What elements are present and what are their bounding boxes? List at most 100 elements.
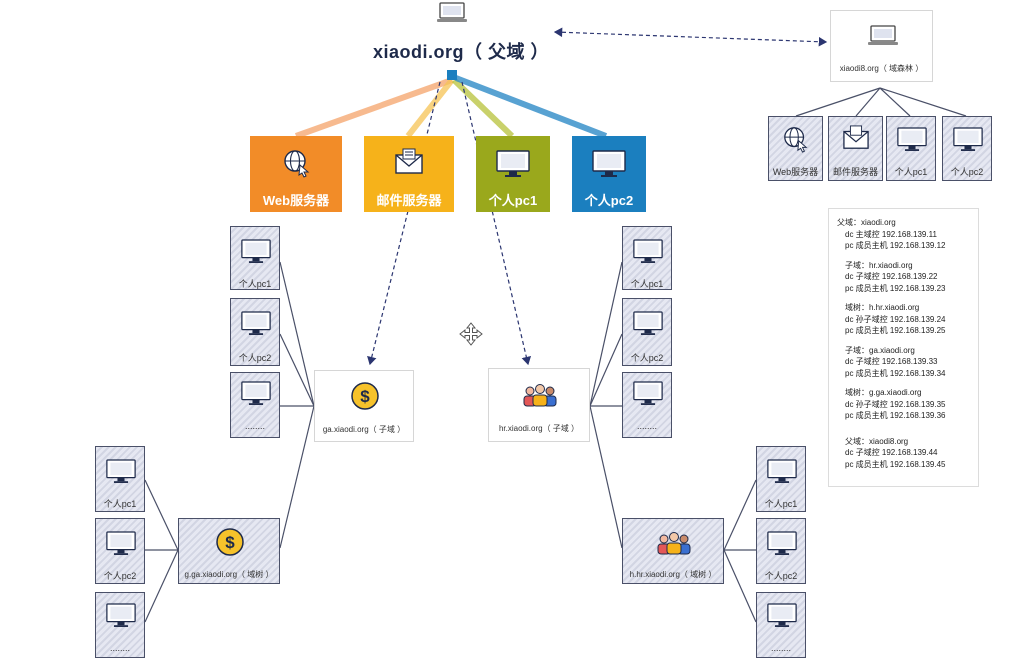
ribbon-pc2 bbox=[454, 75, 608, 139]
info-block-root: 父域：xiaodi.org dc 主域控 192.168.139.11 pc 成… bbox=[837, 217, 978, 252]
info-block-ga: 子域：ga.xiaodi.org dc 子域控 192.168.139.33 p… bbox=[837, 345, 978, 380]
monitor-icon bbox=[241, 239, 271, 269]
gga-pc1-label: 个人pc1 bbox=[103, 499, 137, 509]
hr-pc1-label: 个人pc1 bbox=[630, 279, 664, 289]
info-line: pc 成员主机 192.168.139.34 bbox=[845, 368, 946, 378]
root-pc2-label: 个人pc2 bbox=[584, 193, 634, 208]
move-cursor-icon bbox=[459, 322, 483, 346]
child-domain-hr[interactable]: hr.xiaodi.org（ 子域 ） bbox=[488, 368, 590, 442]
globe-cursor-icon bbox=[282, 148, 312, 181]
gga-pc2[interactable]: 个人pc2 bbox=[95, 518, 145, 584]
info-line: dc 孙子域控 192.168.139.24 bbox=[845, 314, 946, 324]
arrow-root-forest bbox=[553, 27, 828, 47]
monitor-icon bbox=[241, 381, 271, 411]
hhr-pc2[interactable]: 个人pc2 bbox=[756, 518, 806, 584]
monitor-icon bbox=[496, 150, 530, 181]
info-block-gga: 域树：g.ga.xiaodi.org dc 孙子域控 192.168.139.3… bbox=[837, 387, 978, 422]
info-block-hr: 子域：hr.xiaodi.org dc 子域控 192.168.139.22 p… bbox=[837, 260, 978, 295]
monitor-icon bbox=[241, 311, 271, 341]
people-group-icon bbox=[521, 383, 559, 412]
gga-pc-more-label: ........ bbox=[109, 643, 130, 653]
hhr-pc1[interactable]: 个人pc1 bbox=[756, 446, 806, 512]
forest-pc2[interactable]: 个人pc2 bbox=[942, 116, 992, 181]
root-connector bbox=[447, 70, 457, 80]
monitor-icon bbox=[106, 531, 136, 561]
forest-root-node[interactable]: xiaodi8.org（ 域森林 ） bbox=[830, 10, 933, 82]
forest-server-mail-label: 邮件服务器 bbox=[832, 167, 878, 177]
child-domain-ga[interactable]: $ ga.xiaodi.org（ 子域 ） bbox=[314, 370, 414, 442]
hhr-pc-more-label: ........ bbox=[770, 643, 791, 653]
monitor-icon bbox=[633, 381, 663, 411]
info-line: pc 成员主机 192.168.139.12 bbox=[845, 241, 946, 250]
root-pc2[interactable]: 个人pc2 bbox=[572, 136, 646, 212]
forest-server-mail[interactable]: 邮件服务器 bbox=[828, 116, 883, 181]
forest-pc2-label: 个人pc2 bbox=[950, 167, 984, 177]
ribbon-mail bbox=[405, 78, 455, 138]
monitor-icon bbox=[592, 150, 626, 181]
hr-pc1[interactable]: 个人pc1 bbox=[622, 226, 672, 290]
tree-domain-hhr[interactable]: h.hr.xiaodi.org（ 域树 ） bbox=[622, 518, 724, 584]
info-line: dc 孙子域控 192.168.139.35 bbox=[845, 399, 946, 409]
laptop-icon bbox=[867, 25, 899, 52]
svg-text:$: $ bbox=[225, 533, 235, 552]
ga-pc-more-label: ........ bbox=[244, 421, 265, 431]
child-domain-hr-label: hr.xiaodi.org（ 子域 ） bbox=[498, 424, 580, 433]
hhr-pc-more[interactable]: ........ bbox=[756, 592, 806, 658]
root-pc1[interactable]: 个人pc1 bbox=[476, 136, 550, 212]
people-group-icon bbox=[655, 531, 693, 560]
hr-pc2-label: 个人pc2 bbox=[630, 353, 664, 363]
tree-domain-hhr-label: h.hr.xiaodi.org（ 域树 ） bbox=[629, 570, 717, 579]
hr-pc-more[interactable]: ........ bbox=[622, 372, 672, 438]
info-line: dc 子域控 192.168.139.33 bbox=[845, 357, 938, 366]
gga-pc1[interactable]: 个人pc1 bbox=[95, 446, 145, 512]
forest-pc1[interactable]: 个人pc1 bbox=[886, 116, 936, 181]
root-pc1-label: 个人pc1 bbox=[488, 193, 538, 208]
info-line: dc 子域控 192.168.139.22 bbox=[845, 272, 938, 281]
ip-info-panel: 父域：xiaodi.org dc 主域控 192.168.139.11 pc 成… bbox=[828, 208, 979, 487]
info-line: 子域：hr.xiaodi.org bbox=[845, 260, 913, 270]
hr-pc-more-label: ........ bbox=[636, 421, 657, 431]
info-line: pc 成员主机 192.168.139.36 bbox=[845, 411, 946, 420]
mail-icon bbox=[842, 125, 870, 156]
hhr-pc2-label: 个人pc2 bbox=[764, 571, 798, 581]
ga-pc1[interactable]: 个人pc1 bbox=[230, 226, 280, 290]
monitor-icon bbox=[106, 603, 136, 633]
arrow-root-hr bbox=[461, 81, 532, 366]
gga-pc-more[interactable]: ........ bbox=[95, 592, 145, 658]
info-line: 父域：xiaodi8.org bbox=[845, 436, 909, 446]
monitor-icon bbox=[633, 239, 663, 269]
child-domain-ga-label: ga.xiaodi.org（ 子域 ） bbox=[322, 425, 406, 434]
forest-server-web-label: Web服务器 bbox=[772, 167, 819, 177]
ribbon-web bbox=[294, 77, 454, 139]
monitor-icon bbox=[767, 531, 797, 561]
root-server-mail-label: 邮件服务器 bbox=[376, 193, 442, 208]
tree-domain-gga[interactable]: $ g.ga.xiaodi.org（ 域树 ） bbox=[178, 518, 280, 584]
laptop-icon bbox=[436, 2, 468, 24]
ga-pc2-label: 个人pc2 bbox=[238, 353, 272, 363]
root-server-mail[interactable]: 邮件服务器 bbox=[364, 136, 454, 212]
monitor-icon bbox=[633, 311, 663, 341]
mail-icon bbox=[394, 148, 424, 179]
monitor-icon bbox=[106, 459, 136, 489]
info-block-hhr: 域树：h.hr.xiaodi.org dc 孙子域控 192.168.139.2… bbox=[837, 302, 978, 337]
svg-text:$: $ bbox=[360, 387, 370, 406]
root-server-web[interactable]: Web服务器 bbox=[250, 136, 342, 212]
forest-server-web[interactable]: Web服务器 bbox=[768, 116, 823, 181]
info-line: 域树：g.ga.xiaodi.org bbox=[845, 388, 922, 397]
ga-pc-more[interactable]: ........ bbox=[230, 372, 280, 438]
root-server-web-label: Web服务器 bbox=[262, 193, 330, 208]
info-line: 子域：ga.xiaodi.org bbox=[845, 345, 915, 355]
ga-pc2[interactable]: 个人pc2 bbox=[230, 298, 280, 366]
info-line: dc 子域控 192.168.139.44 bbox=[845, 448, 938, 457]
info-line: 父域：xiaodi.org bbox=[837, 218, 896, 227]
hr-pc2[interactable]: 个人pc2 bbox=[622, 298, 672, 366]
forest-root-label: xiaodi8.org（ 域森林 ） bbox=[839, 64, 924, 73]
info-line: pc 成员主机 192.168.139.23 bbox=[845, 283, 946, 293]
tree-domain-gga-label: g.ga.xiaodi.org（ 域树 ） bbox=[184, 570, 274, 579]
info-line: 域树：h.hr.xiaodi.org bbox=[845, 303, 920, 312]
dollar-coin-icon: $ bbox=[350, 381, 380, 416]
arrow-root-ga bbox=[367, 81, 441, 366]
dollar-coin-icon: $ bbox=[215, 527, 245, 562]
monitor-icon bbox=[897, 127, 927, 157]
